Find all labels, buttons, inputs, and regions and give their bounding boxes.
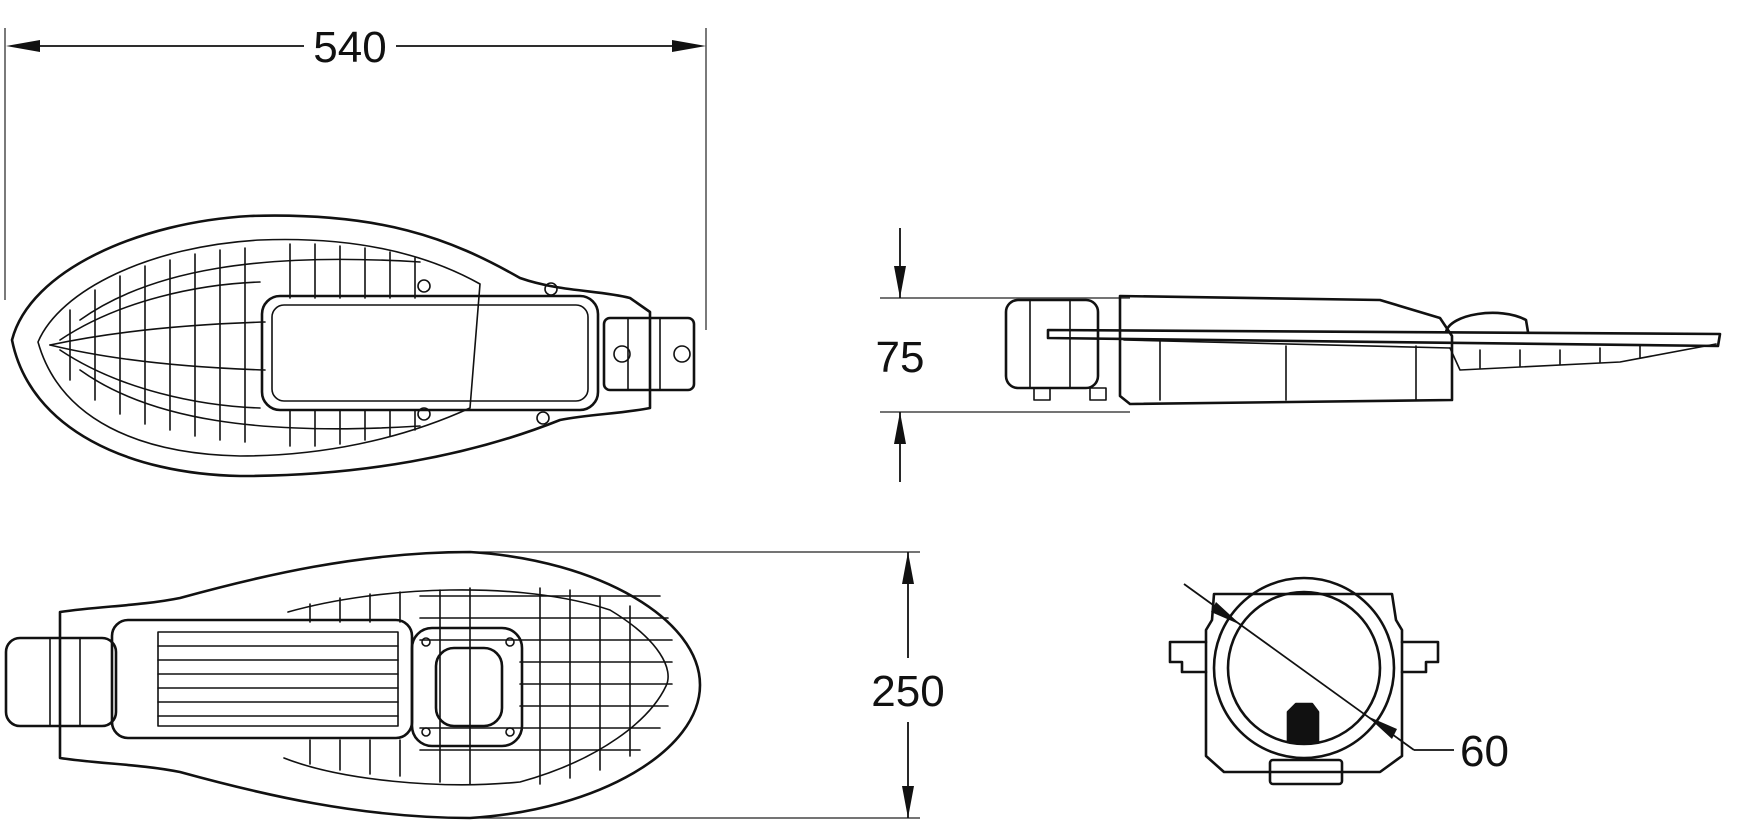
top-view-inner-rim [37, 238, 481, 457]
side-view-sensor-dome [1444, 311, 1530, 334]
top-view: 540 [4, 20, 707, 478]
bottom-view-pole-mount [4, 636, 118, 728]
side-view-pole-mount [1004, 298, 1100, 390]
screw-icon [544, 282, 558, 296]
end-view-right-bracket [1400, 640, 1440, 674]
end-view-socket [1286, 702, 1320, 744]
bottom-view-lens [434, 646, 504, 728]
side-view-driver-housing [1118, 294, 1454, 406]
bottom-view-led-grid [309, 587, 673, 785]
side-view-heatsink-fins [1449, 343, 1717, 371]
end-view-left-bracket [1168, 640, 1208, 674]
end-view-housing [1204, 592, 1404, 774]
screw-icon [505, 637, 515, 647]
top-view-pole-mount [602, 316, 696, 392]
dimension-length-label: 540 [313, 23, 386, 72]
end-view-pole-inner [1226, 590, 1382, 746]
bottom-view-led-grid-outline [283, 589, 669, 786]
screw-icon [421, 727, 431, 737]
screw-icon [421, 637, 431, 647]
bottom-view-housing-outline [58, 550, 702, 820]
screw-icon [417, 279, 431, 293]
screw-icon [505, 727, 515, 737]
bottom-view: 250 [4, 550, 945, 820]
end-view-pole-outer [1212, 576, 1396, 760]
side-view-top-rail [1046, 328, 1722, 348]
screw-icon [536, 411, 550, 425]
end-view-bottom-tab [1268, 758, 1344, 786]
top-view-heatsink-fins [49, 243, 421, 447]
bolt-icon [673, 345, 691, 363]
dimension-width-label: 250 [871, 667, 944, 716]
top-view-driver-cover [260, 294, 600, 412]
bottom-view-driver-fins [157, 645, 399, 717]
bolt-icon [613, 345, 631, 363]
screw-icon [417, 407, 431, 421]
dimension-diameter-label: 60 [1460, 727, 1509, 776]
bottom-view-driver-section [110, 618, 414, 740]
end-view: 60 [1168, 576, 1509, 786]
bottom-view-lens-module [410, 626, 524, 748]
dimension-height-label: 75 [876, 333, 925, 382]
top-view-housing-outline [10, 214, 652, 478]
side-view: 75 [876, 228, 1722, 482]
